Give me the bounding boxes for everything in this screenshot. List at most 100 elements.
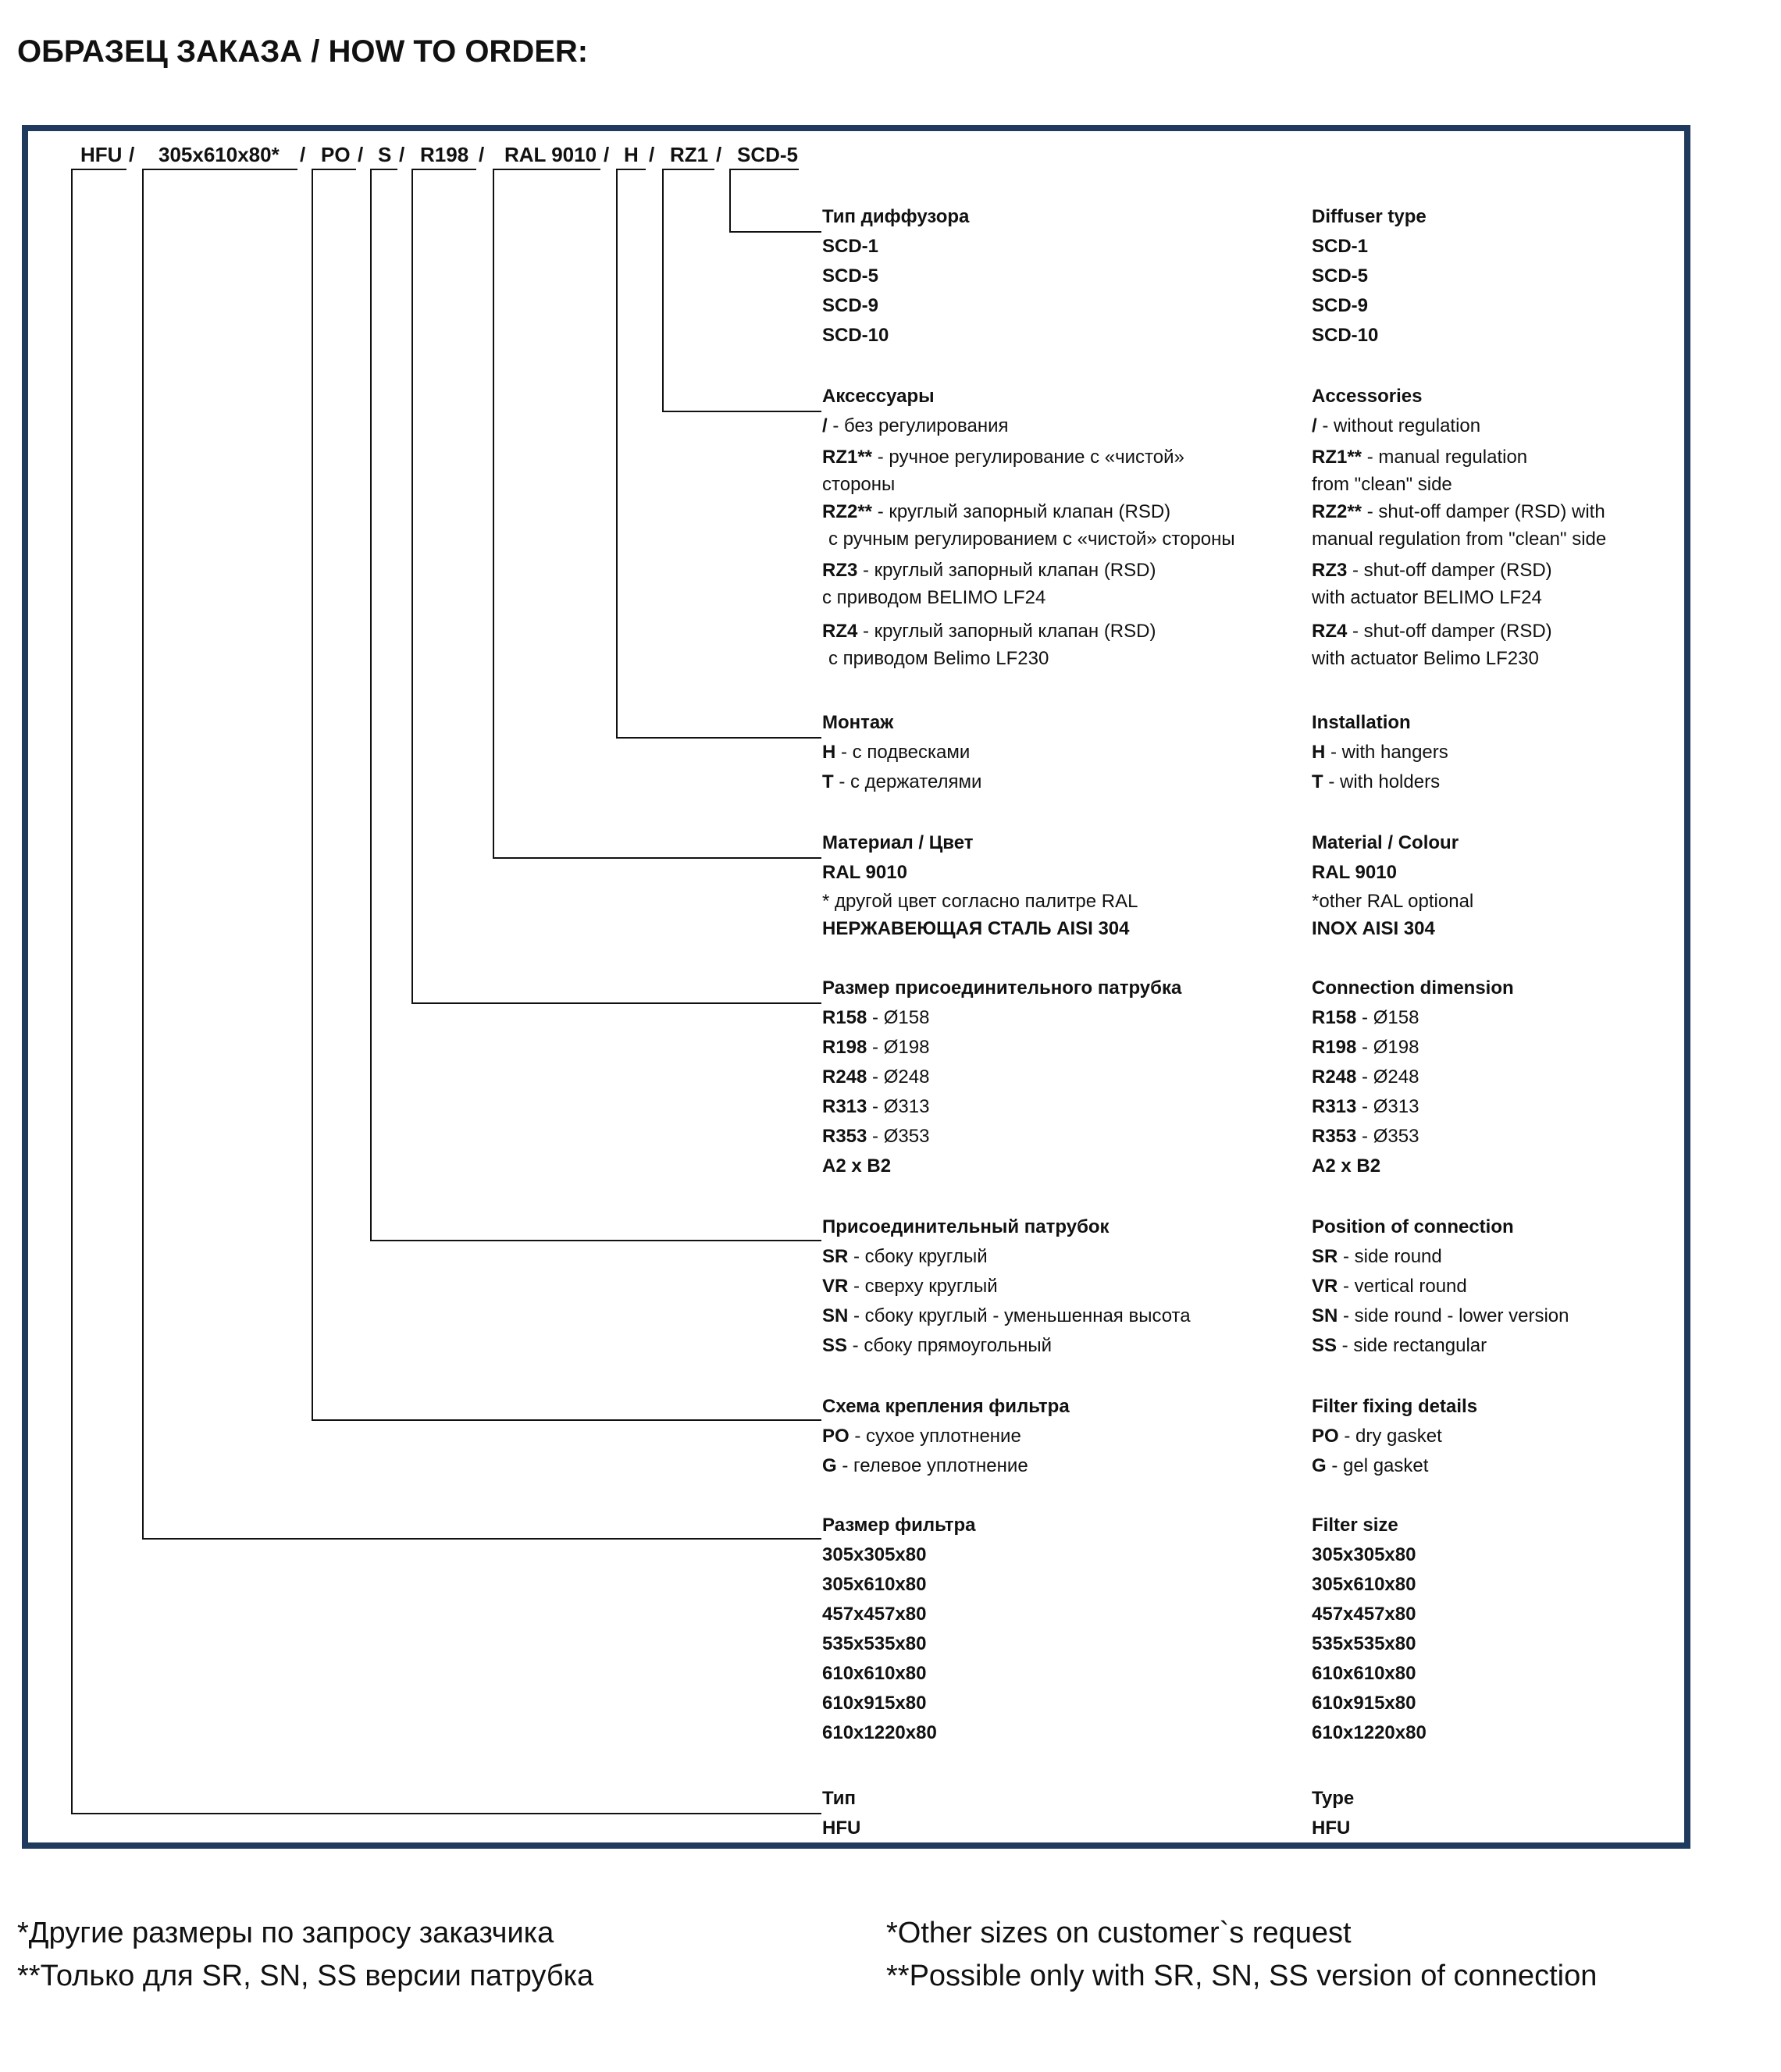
code-segment-diffuser: SCD-5 <box>737 143 799 166</box>
section-connection-dim-en: Connection dimension R158 - Ø158 R198 - … <box>1312 974 1780 1181</box>
list-item: 305x305x80 <box>822 1544 927 1565</box>
list-item: RZ1** - manual regulation <box>1312 447 1528 468</box>
code-separator: / <box>479 143 485 166</box>
section-title: Accessories <box>1312 386 1423 407</box>
connector-connection-pos <box>370 1240 821 1241</box>
list-item: A2 x B2 <box>822 1155 892 1177</box>
list-item: 535x535x80 <box>1312 1633 1416 1654</box>
list-item: VR - сверху круглый <box>822 1276 998 1297</box>
list-item-cont: с ручным регулированием с «чистой» сторо… <box>828 529 1235 550</box>
list-item: T - with holders <box>1312 771 1441 792</box>
list-item-cont: manual regulation from "clean" side <box>1312 529 1607 550</box>
list-item: G - gel gasket <box>1312 1455 1429 1476</box>
list-item: SS - side rectangular <box>1312 1335 1487 1356</box>
footnote-ru-2: **Только для SR, SN, SS версии патрубка <box>17 1960 594 1992</box>
connector-accessories <box>662 411 821 412</box>
section-title: Присоединительный патрубок <box>822 1216 1110 1237</box>
list-item: 610x1220x80 <box>822 1722 937 1743</box>
section-title: Размер присоединительного патрубка <box>822 977 1182 999</box>
list-item: RZ4 - круглый запорный клапан (RSD) <box>822 621 1156 642</box>
list-item: SR - side round <box>1312 1246 1442 1267</box>
code-underline <box>730 169 799 170</box>
list-item: HFU <box>822 1817 861 1839</box>
section-title: Тип диффузора <box>822 206 970 227</box>
list-item: 610x610x80 <box>1312 1663 1416 1684</box>
code-separator: / <box>358 143 364 166</box>
list-item: R248 - Ø248 <box>1312 1066 1419 1088</box>
list-item: RAL 9010 <box>822 862 907 883</box>
list-item-cont: from "clean" side <box>1312 474 1452 495</box>
list-item: SCD-10 <box>1312 325 1379 346</box>
section-title: Material / Colour <box>1312 832 1459 853</box>
list-item: 457x457x80 <box>1312 1604 1416 1625</box>
list-item: R158 - Ø158 <box>1312 1007 1419 1028</box>
list-item: 535x535x80 <box>822 1633 927 1654</box>
list-item: / - without regulation <box>1312 415 1481 436</box>
connector-filter-fixing <box>312 169 313 1421</box>
section-material-ru: Материал / Цвет RAL 9010 * другой цвет с… <box>822 828 1291 942</box>
list-item: VR - vertical round <box>1312 1276 1467 1297</box>
list-item: A2 x B2 <box>1312 1155 1381 1177</box>
code-separator: / <box>129 143 135 166</box>
section-title: Схема крепления фильтра <box>822 1396 1070 1417</box>
list-item: H - with hangers <box>1312 742 1448 763</box>
list-item: R353 - Ø353 <box>1312 1126 1419 1147</box>
code-segment-type: HFU <box>80 143 123 166</box>
code-segment-installation: H <box>624 143 639 166</box>
list-item-cont: with actuator Belimo LF230 <box>1312 648 1539 669</box>
connector-filter-size <box>142 1538 821 1540</box>
code-underline <box>493 169 600 170</box>
section-filter-size-en: Filter size 305x305x80 305x610x80 457x45… <box>1312 1511 1780 1748</box>
connector-diffuser <box>729 169 731 233</box>
footnote-en-1: *Other sizes on customer`s request <box>886 1917 1352 1949</box>
code-underline <box>72 169 126 170</box>
connector-material <box>493 857 821 859</box>
section-diffuser-ru: Тип диффузора SCD-1 SCD-5 SCD-9 SCD-10 <box>822 202 1291 351</box>
connector-material <box>493 169 494 859</box>
section-title: Position of connection <box>1312 1216 1514 1237</box>
list-item: RZ4 - shut-off damper (RSD) <box>1312 621 1552 642</box>
code-underline <box>663 169 714 170</box>
footnote-en-2: **Possible only with SR, SN, SS version … <box>886 1960 1598 1992</box>
section-title: Filter size <box>1312 1515 1398 1536</box>
code-separator: / <box>604 143 610 166</box>
code-segment-connection-pos: S <box>378 143 392 166</box>
section-connection-dim-ru: Размер присоединительного патрубка R158 … <box>822 974 1291 1181</box>
connector-type <box>71 1813 821 1814</box>
list-item: 457x457x80 <box>822 1604 927 1625</box>
list-item: *other RAL optional <box>1312 891 1474 912</box>
list-item: R158 - Ø158 <box>822 1007 930 1028</box>
connector-connection-pos <box>370 169 372 1241</box>
page-title: ОБРАЗЕЦ ЗАКАЗА / HOW TO ORDER: <box>17 34 589 69</box>
connector-installation <box>616 169 618 739</box>
list-item: 610x1220x80 <box>1312 1722 1427 1743</box>
list-item: SCD-10 <box>822 325 889 346</box>
section-diffuser-en: Diffuser type SCD-1 SCD-5 SCD-9 SCD-10 <box>1312 202 1780 351</box>
list-item: R198 - Ø198 <box>1312 1037 1419 1058</box>
section-title: Размер фильтра <box>822 1515 976 1536</box>
list-item: RZ3 - shut-off damper (RSD) <box>1312 560 1552 581</box>
list-item: R313 - Ø313 <box>1312 1096 1419 1117</box>
list-item-cont: с приводом BELIMO LF24 <box>822 587 1046 608</box>
section-type-en: Type HFU <box>1312 1784 1780 1843</box>
section-title: Installation <box>1312 712 1411 733</box>
section-installation-ru: Монтаж H - с подвесками T - с держателям… <box>822 708 1291 797</box>
list-item: SCD-1 <box>1312 236 1369 257</box>
list-item: R313 - Ø313 <box>822 1096 930 1117</box>
section-installation-en: Installation H - with hangers T - with h… <box>1312 708 1780 797</box>
list-item: HFU <box>1312 1817 1351 1839</box>
list-item: R353 - Ø353 <box>822 1126 930 1147</box>
list-item: SCD-5 <box>822 265 879 287</box>
order-code-frame <box>22 125 1690 1849</box>
list-item: 305x305x80 <box>1312 1544 1416 1565</box>
list-item: T - с держателями <box>822 771 982 792</box>
list-item-cont: стороны <box>822 474 896 495</box>
section-title: Filter fixing details <box>1312 1396 1478 1417</box>
connector-installation <box>616 737 821 739</box>
section-accessories-en: Accessories / - without regulation RZ1**… <box>1312 382 1780 672</box>
code-underline <box>312 169 356 170</box>
code-separator: / <box>649 143 655 166</box>
list-item: SN - side round - lower version <box>1312 1305 1569 1326</box>
footnote-ru-1: *Другие размеры по запросу заказчика <box>17 1917 554 1949</box>
list-item: R248 - Ø248 <box>822 1066 930 1088</box>
